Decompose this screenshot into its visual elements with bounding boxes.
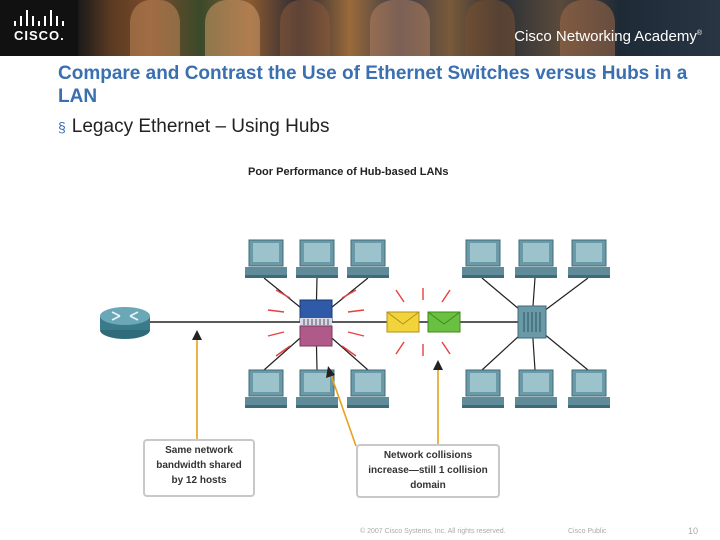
header-banner: CISCO. Cisco Networking Academy® xyxy=(0,0,720,56)
footer-copyright: © 2007 Cisco Systems, Inc. All rights re… xyxy=(360,528,506,535)
router-icon xyxy=(100,307,150,339)
callout-collisions: Network collisions increase—still 1 coll… xyxy=(356,444,500,498)
photo-person xyxy=(130,0,180,56)
pc-icon xyxy=(346,239,390,279)
bullet-text: Legacy Ethernet – Using Hubs xyxy=(71,116,330,137)
pc-icon xyxy=(514,239,558,279)
callout-line: Network collisions xyxy=(383,450,473,461)
photo-person xyxy=(370,0,430,56)
pc-icon xyxy=(461,239,505,279)
pc-icon xyxy=(244,239,288,279)
callout-line: increase—still 1 collision xyxy=(368,465,488,476)
envelope-yellow-icon xyxy=(386,311,420,333)
pc-icon xyxy=(346,369,390,409)
callout-line: domain xyxy=(410,480,446,491)
callout-line: Same network xyxy=(165,445,233,456)
callout-bandwidth: Same network bandwidth shared by 12 host… xyxy=(143,439,255,497)
photo-person xyxy=(280,0,330,56)
bullet-item: § Legacy Ethernet – Using Hubs xyxy=(58,116,330,138)
cisco-bars-icon xyxy=(14,10,66,26)
bullet-square-icon: § xyxy=(58,119,66,135)
envelope-green-icon xyxy=(427,311,461,333)
slide-title: Compare and Contrast the Use of Ethernet… xyxy=(58,63,688,107)
page-number: 10 xyxy=(688,526,699,536)
callout-line: by 12 hosts xyxy=(171,475,227,486)
pc-icon xyxy=(295,239,339,279)
callout-line: bandwidth shared xyxy=(156,460,242,471)
photo-person xyxy=(205,0,260,56)
footer-classification: Cisco Public xyxy=(568,528,607,535)
arrow-bandwidth-icon xyxy=(192,330,202,439)
pc-icon xyxy=(514,369,558,409)
academy-wordmark: Cisco Networking Academy® xyxy=(514,28,702,45)
pc-icon xyxy=(567,239,611,279)
arrow-hub-icon xyxy=(326,366,357,447)
photo-person xyxy=(465,0,515,56)
pc-icon xyxy=(461,369,505,409)
arrow-collision-icon xyxy=(433,360,443,444)
hub-right-icon xyxy=(517,305,547,339)
pc-icon xyxy=(567,369,611,409)
diagram-title: Poor Performance of Hub-based LANs xyxy=(248,166,449,178)
pc-icon xyxy=(244,369,288,409)
cisco-logo: CISCO. xyxy=(0,0,78,56)
hub-left-icon xyxy=(299,299,333,347)
collision-marks-hub xyxy=(267,289,365,357)
collision-marks-envelopes xyxy=(395,288,451,356)
cisco-wordmark: CISCO. xyxy=(14,28,65,43)
photo-person xyxy=(560,0,615,56)
